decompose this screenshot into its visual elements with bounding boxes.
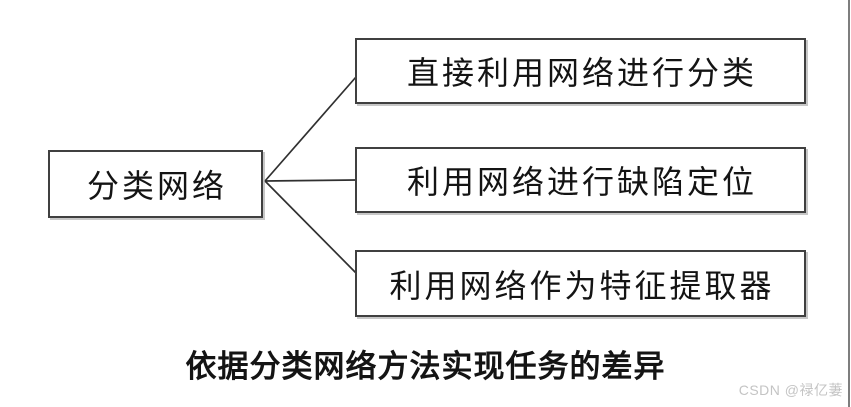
node-classification-network: 分类网络 (48, 150, 263, 218)
node-branch-feature-extractor: 利用网络作为特征提取器 (355, 250, 806, 317)
connector-line-top (264, 76, 357, 182)
node-branch-defect-localization: 利用网络进行缺陷定位 (355, 147, 806, 213)
node-branch-direct-classification: 直接利用网络进行分类 (355, 38, 806, 104)
connector-line-middle (264, 179, 357, 182)
diagram-caption: 依据分类网络方法实现任务的差异 (185, 349, 666, 385)
connector-line-bottom (264, 180, 357, 274)
node-classification-network-label: 分类网络 (86, 167, 227, 205)
watermark: CSDN @禄亿萋 (738, 382, 843, 398)
page-right-border (848, 0, 850, 407)
node-branch-feature-extractor-label: 利用网络作为特征提取器 (389, 266, 775, 305)
node-branch-direct-classification-label: 直接利用网络进行分类 (406, 54, 757, 92)
node-branch-defect-localization-label: 利用网络进行缺陷定位 (406, 163, 757, 201)
